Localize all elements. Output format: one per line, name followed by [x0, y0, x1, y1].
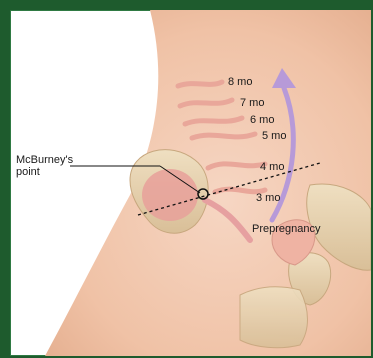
cecum	[142, 169, 198, 221]
label-mcburney-line1: McBurney's	[16, 154, 74, 166]
label-prepregnancy: Prepregnancy	[252, 223, 321, 235]
pubic-arch	[240, 287, 308, 348]
uterus-contour-8mo	[178, 82, 222, 86]
label-5mo: 5 mo	[262, 130, 286, 142]
illustration-area: McBurney's point 8 mo 7 mo 6 mo 5 mo 4 m…	[10, 10, 371, 356]
label-6mo: 6 mo	[250, 114, 274, 126]
label-4mo: 4 mo	[260, 161, 284, 173]
pregnancy-uterus-diagram: McBurney's point 8 mo 7 mo 6 mo 5 mo 4 m…	[10, 10, 371, 356]
label-7mo: 7 mo	[240, 97, 264, 109]
label-mcburney-line2: point	[16, 166, 40, 178]
uterus-contour-5mo	[192, 134, 255, 138]
label-8mo: 8 mo	[228, 76, 252, 88]
label-3mo: 3 mo	[256, 192, 280, 204]
